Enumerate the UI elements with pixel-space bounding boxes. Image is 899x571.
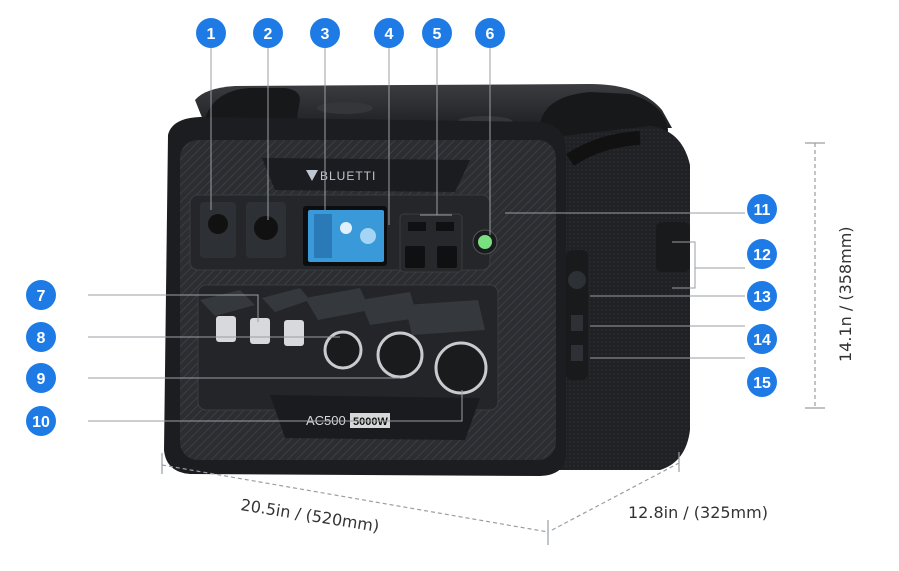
outlet-cover-2 bbox=[262, 288, 310, 312]
callout-label-3: 3 bbox=[321, 26, 330, 43]
leader-line-10 bbox=[88, 390, 463, 422]
callout-label-14: 14 bbox=[753, 332, 771, 349]
lcd-sidebar bbox=[314, 214, 332, 258]
callout-label-11: 11 bbox=[754, 202, 771, 219]
width-label: 20.5in / (520mm) bbox=[239, 495, 380, 536]
outlet-cover-1 bbox=[200, 290, 255, 316]
dc-input-jack-2 bbox=[254, 216, 278, 240]
callout-label-4: 4 bbox=[385, 26, 394, 43]
callout-3: 3 bbox=[310, 18, 340, 48]
callout-label-15: 15 bbox=[753, 375, 771, 392]
ac-outlet-1 bbox=[216, 316, 236, 342]
dc-input-jack-1 bbox=[208, 214, 228, 234]
callout-7: 7 bbox=[26, 280, 56, 310]
callout-4: 4 bbox=[374, 18, 404, 48]
brand-strip bbox=[262, 158, 470, 192]
leader-line-12-bracket bbox=[672, 241, 696, 289]
lcd-gauge bbox=[360, 228, 376, 244]
depth-dimension-line bbox=[551, 462, 680, 531]
callout-9: 9 bbox=[26, 363, 56, 393]
lcd-icon bbox=[340, 222, 352, 234]
outlet-cover-4 bbox=[360, 292, 418, 325]
wireless-pad-left bbox=[317, 102, 373, 114]
brand-logo-icon bbox=[306, 170, 318, 181]
callout-label-1: 1 bbox=[207, 26, 216, 43]
callout-label-9: 9 bbox=[37, 371, 46, 388]
power-button-light bbox=[478, 235, 492, 249]
callout-11: 11 bbox=[747, 194, 777, 224]
callout-12: 12 bbox=[747, 239, 777, 269]
leader-line-7 bbox=[88, 294, 259, 322]
height-label: 14.1n / (358mm) bbox=[836, 226, 855, 362]
callout-label-6: 6 bbox=[486, 26, 495, 43]
width-dimension-line bbox=[161, 464, 549, 533]
callout-15: 15 bbox=[747, 367, 777, 397]
callout-label-5: 5 bbox=[433, 26, 442, 43]
leader-lines bbox=[88, 47, 745, 422]
depth-label: 12.8in / (325mm) bbox=[628, 503, 768, 522]
brand-name: BLUETTI bbox=[320, 169, 376, 183]
callout-5: 5 bbox=[422, 18, 452, 48]
side-panel bbox=[545, 126, 690, 470]
callout-6: 6 bbox=[475, 18, 505, 48]
callout-label-8: 8 bbox=[37, 330, 46, 347]
callout-label-13: 13 bbox=[753, 289, 771, 306]
l14-30-outlet bbox=[376, 331, 424, 379]
callout-10: 10 bbox=[26, 406, 56, 436]
outlet-cover-3 bbox=[305, 288, 370, 320]
callout-label-2: 2 bbox=[264, 26, 273, 43]
ac-outlet-3 bbox=[284, 320, 304, 346]
side-port-cover bbox=[656, 222, 690, 272]
callout-14: 14 bbox=[747, 324, 777, 354]
outlet-cover-5 bbox=[405, 300, 485, 335]
side-dc-port-1 bbox=[571, 315, 583, 331]
usb-c-port-2 bbox=[437, 246, 457, 268]
dimension-lines bbox=[161, 142, 825, 545]
usb-a-port-2 bbox=[436, 222, 454, 231]
callout-label-7: 7 bbox=[37, 288, 46, 305]
side-bumper bbox=[566, 131, 641, 166]
usb-a-port-1 bbox=[408, 222, 426, 231]
callout-label-12: 12 bbox=[753, 247, 771, 264]
side-input-port bbox=[568, 271, 586, 289]
callout-8: 8 bbox=[26, 322, 56, 352]
callout-13: 13 bbox=[747, 281, 777, 311]
side-dc-port-2 bbox=[571, 345, 583, 361]
power-station: BLUETTI AC500 bbox=[164, 84, 690, 476]
callout-1: 1 bbox=[196, 18, 226, 48]
callout-2: 2 bbox=[253, 18, 283, 48]
rv-outlet bbox=[323, 330, 363, 370]
usb-c-port-1 bbox=[405, 246, 425, 268]
power-rating: 5000W bbox=[353, 416, 388, 428]
nema-outlet bbox=[434, 341, 488, 395]
callout-label-10: 10 bbox=[32, 414, 50, 431]
ac-outlet-2 bbox=[250, 318, 270, 344]
